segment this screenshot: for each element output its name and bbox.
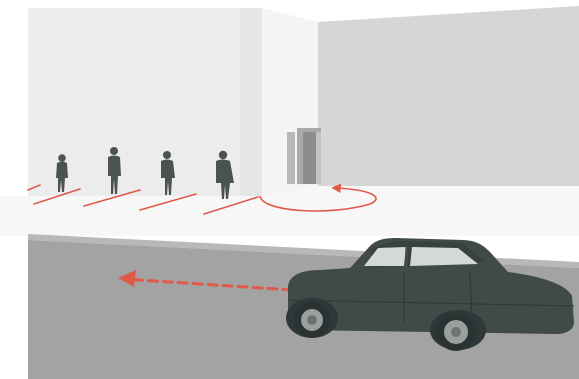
- car-front-wheel: [436, 313, 476, 351]
- car-rear-wheel: [294, 302, 330, 338]
- door-icon: [287, 128, 321, 184]
- wall-shadow: [240, 8, 262, 196]
- right-building-wall: [318, 6, 579, 186]
